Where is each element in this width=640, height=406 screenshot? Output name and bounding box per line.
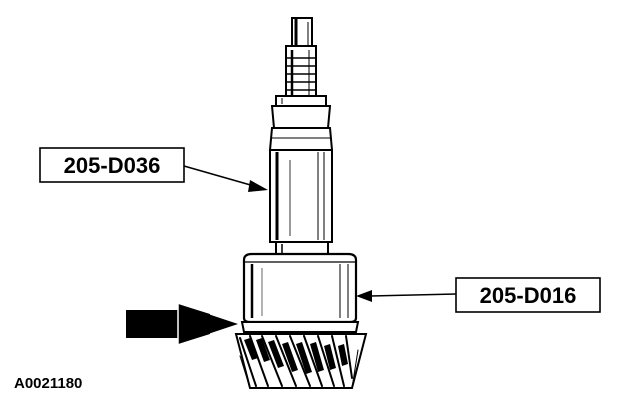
callout-205-D036: 205-D036 xyxy=(39,147,268,192)
shaft-tip xyxy=(285,17,317,99)
figure-id: A0021180 xyxy=(14,375,82,392)
callout-label: 205-D036 xyxy=(64,153,161,178)
tool-205-D016-body xyxy=(242,252,358,324)
callout-label: 205-D016 xyxy=(480,283,577,308)
tool-205-D036-body xyxy=(268,105,334,257)
callout-205-D016: 205-D016 xyxy=(356,277,601,313)
double-arrow-icon xyxy=(126,304,238,344)
pinion-gear xyxy=(234,321,368,389)
shaft-collar xyxy=(275,95,327,107)
